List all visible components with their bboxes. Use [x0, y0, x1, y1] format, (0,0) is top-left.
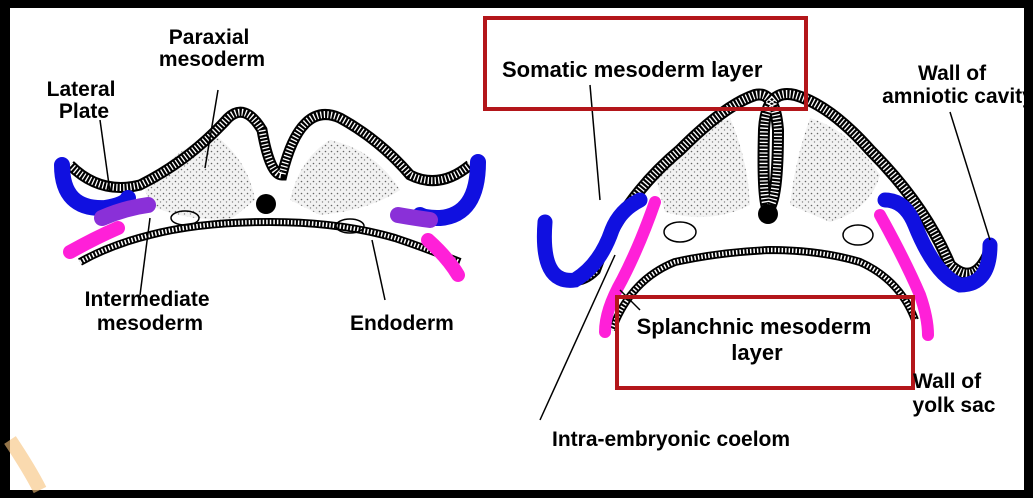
yolk-sac-label: Wall of yolk sac — [913, 370, 996, 417]
somatic-label: Somatic mesoderm layer — [502, 57, 763, 82]
notochord-left — [256, 194, 276, 214]
lateral-plate-label-line2: Plate — [59, 100, 109, 123]
splanchnic-label-line2: layer — [731, 340, 783, 365]
paraxial-label: Paraxial mesoderm — [159, 26, 265, 71]
intermediate-mesoderm-right — [398, 215, 430, 220]
notochord-right — [758, 204, 778, 224]
amniotic-label-line2: amniotic cavity — [882, 85, 1033, 108]
splanchnic-label-line1: Splanchnic mesoderm — [637, 314, 872, 339]
yolk-sac-label-line2: yolk sac — [913, 394, 996, 417]
intermediate-label: Intermediate mesoderm — [85, 288, 216, 335]
paraxial-label-line2: mesoderm — [159, 48, 265, 71]
endoderm-label: Endoderm — [350, 312, 454, 335]
yolk-sac-label-line1: Wall of — [913, 370, 982, 393]
amniotic-label-line1: Wall of — [918, 62, 987, 85]
lateral-plate-label-line1: Lateral — [47, 78, 116, 101]
coelom-label: Intra-embryonic coelom — [552, 428, 790, 451]
intermediate-label-line2: mesoderm — [97, 312, 203, 335]
paraxial-label-line1: Paraxial — [169, 26, 250, 49]
intermediate-label-line1: Intermediate — [85, 288, 210, 311]
